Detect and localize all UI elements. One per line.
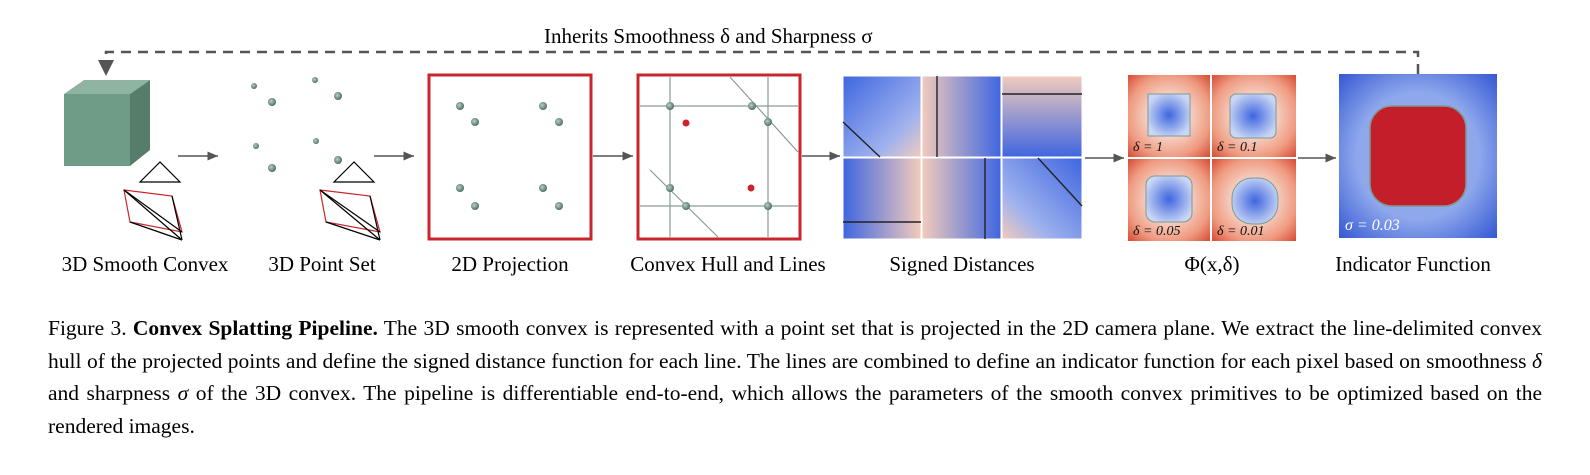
- caption-delta: δ: [1532, 348, 1542, 373]
- stage-label-point-set: 3D Point Set: [268, 252, 376, 276]
- signed-distance-grid: [842, 75, 1083, 240]
- stage-label-hull: Convex Hull and Lines: [630, 252, 826, 276]
- caption-sigma: σ: [177, 381, 189, 405]
- pipeline-figure: [64, 50, 1497, 241]
- stage-label-signed: Signed Distances: [889, 252, 1035, 276]
- point-set: [251, 77, 342, 172]
- caption-figure-number: Figure 3.: [48, 316, 127, 340]
- phi-label-4: δ = 0.01: [1217, 224, 1265, 239]
- camera-icon-2: [319, 161, 381, 241]
- caption-title: Convex Splatting Pipeline.: [132, 316, 378, 340]
- stage-label-indicator: Indicator Function: [1335, 252, 1491, 276]
- stage-label-smooth-convex: 3D Smooth Convex: [61, 252, 229, 276]
- projected-points: [456, 102, 563, 210]
- phi-grid: [1128, 75, 1296, 241]
- feedback-dashed-line: [104, 50, 1420, 74]
- feedback-label: Inherits Smoothness δ and Sharpness σ: [540, 24, 877, 49]
- phi-label-2: δ = 0.1: [1217, 140, 1258, 155]
- camera-icon-1: [123, 161, 183, 241]
- caption-text-1: The 3D smooth convex is represented with…: [48, 316, 1542, 373]
- caption-text-2: and sharpness: [48, 381, 171, 405]
- smooth-convex-cube: [64, 80, 150, 166]
- phi-label-1: δ = 1: [1133, 140, 1163, 155]
- phi-label-3: δ = 0.05: [1133, 224, 1181, 239]
- indicator-shape: [1369, 105, 1467, 207]
- caption-text-3: of the 3D convex. The pipeline is differ…: [48, 381, 1542, 438]
- feedback-arrowhead: [98, 60, 114, 76]
- signed-distance-lines: [842, 76, 1083, 239]
- stage-label-projection: 2D Projection: [451, 252, 569, 276]
- hull-points: [666, 102, 772, 210]
- projection-frame: [427, 73, 593, 241]
- stage-label-phi: Φ(x,δ): [1184, 252, 1240, 276]
- figure-caption: Figure 3. Convex Splatting Pipeline. The…: [48, 312, 1542, 442]
- hull-frame: [636, 73, 802, 241]
- indicator-sigma-label: σ = 0.03: [1345, 217, 1400, 234]
